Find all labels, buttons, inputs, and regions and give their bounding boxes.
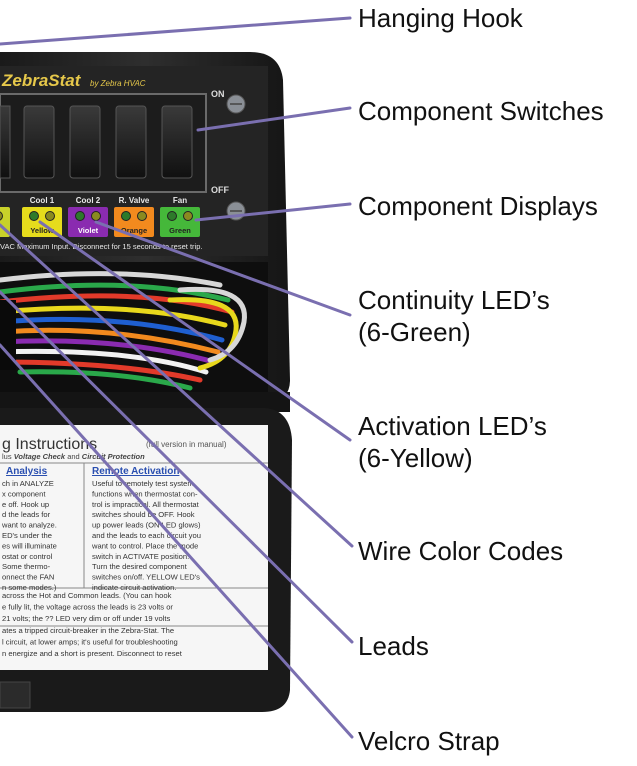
callout-continuity-leds-line2: (6-Green) (358, 317, 471, 347)
continuity-led-icon (29, 211, 39, 221)
continuity-led-icon (121, 211, 131, 221)
card-text-line: up power leads (ON LED glows) (92, 521, 201, 530)
rocker-switch (0, 105, 11, 179)
component-color-name: Yellow (30, 226, 54, 235)
card-text-line: e off. Hook up (2, 500, 49, 509)
brand-subtitle: by Zebra HVAC (90, 79, 146, 88)
brand-logo: ZebraStat (1, 71, 82, 90)
card-text-line: Some thermo- (2, 562, 51, 571)
continuity-led-icon (167, 211, 177, 221)
component-color-name: Violet (78, 226, 99, 235)
component-display: Cool 2 Violet (68, 196, 108, 237)
card-title-note: (full version in manual) (146, 440, 227, 449)
leader-continuity-leds (94, 220, 352, 317)
card-subtitle: lus Voltage Check and Circuit Protection (2, 452, 145, 461)
rocker-switch (23, 105, 55, 179)
voltage-check-text: across the Hot and Common leads. (You ca… (2, 591, 183, 658)
component-color-name: Green (169, 226, 191, 235)
leader-lines (0, 16, 354, 739)
on-label: ON (211, 89, 225, 99)
card-text-line: onnect the FAN (2, 573, 54, 582)
card-text-line: Useful to remotely test system (92, 479, 194, 488)
leader-velcro-strap (0, 343, 354, 739)
callout-wire-color-codes: Wire Color Codes (358, 536, 564, 566)
rocker-switch (69, 105, 101, 179)
activation-led-icon (0, 211, 3, 221)
component-display-label: Fan (173, 196, 187, 205)
callout-leads: Leads (358, 631, 429, 661)
card-text-line: switch in ACTIVATE position. (92, 552, 189, 561)
leader-component-switches (196, 106, 352, 132)
instruction-card (0, 425, 268, 670)
card-text-line: d the leads for (2, 510, 51, 519)
card-text-line: ch in ANALYZE (2, 479, 54, 488)
card-text-line: and the leads to each circuit you (92, 531, 201, 540)
card-text-line: indicate circuit activation. (92, 583, 176, 592)
card-text-line: es will illuminate (2, 541, 57, 550)
card-text-line: switches should be OFF. Hook (92, 510, 195, 519)
leader-component-displays (194, 202, 352, 222)
analysis-heading: Analysis (6, 466, 48, 477)
callout-continuity-leds: Continuity LED’s (6-Green) (358, 284, 550, 348)
leader-wire-color-codes (0, 223, 354, 548)
activation-led-icon (137, 211, 147, 221)
card-text-line: want to analyze. (1, 521, 57, 530)
component-color-name: Orange (121, 226, 147, 235)
callout-continuity-leds-line1: Continuity LED’s (358, 285, 550, 315)
card-text-line: functions when thermostat con- (92, 489, 198, 498)
component-display-label: Cool 1 (30, 196, 55, 205)
callout-component-switches: Component Switches (358, 96, 604, 126)
rocker-switch (115, 105, 147, 179)
card-text-line: ostat or control (2, 552, 53, 561)
card-text-line: switches on/off. YELLOW LED's (92, 573, 200, 582)
callout-activation-leds: Activation LED’s (6-Yellow) (358, 410, 547, 474)
card-text-line: ED's under the (2, 531, 52, 540)
rocker-switch (161, 105, 193, 179)
activation-led-icon (91, 211, 101, 221)
card-text-line: n some modes.) (2, 583, 57, 592)
remote-activation-text: Useful to remotely test systemfunctions … (91, 479, 201, 592)
leader-activation-leds (38, 220, 352, 442)
hinge (0, 392, 290, 412)
component-display-label: R. Valve (119, 196, 150, 205)
component-display-label: Cool 2 (76, 196, 101, 205)
card-title: g Instructions (2, 436, 97, 453)
card-text-line: l circuit, at lower amps; it's useful fo… (2, 637, 178, 646)
component-display: 2 (0, 207, 10, 237)
card-text-line: 21 volts; the ?? LED very dim or off und… (2, 614, 170, 623)
card-text-line: trol is impractical. All thermostat (92, 500, 200, 509)
card-text-line: Turn the desired component (92, 562, 188, 571)
rocker-switches (0, 105, 193, 179)
callout-component-displays: Component Displays (358, 191, 598, 221)
callout-velcro-strap: Velcro Strap (358, 726, 500, 756)
card-text-line: n energize and a short is present. Disco… (2, 649, 183, 658)
card-text-line: ates a tripped circuit-breaker in the Ze… (2, 626, 174, 635)
activation-led-icon (45, 211, 55, 221)
continuity-led-icon (75, 211, 85, 221)
leader-leads (0, 290, 354, 644)
card-text-line: x component (2, 489, 46, 498)
card-text-line: want to control. Place the mode (91, 541, 198, 550)
callout-activation-leds-line1: Activation LED’s (358, 411, 547, 441)
leader-hanging-hook (0, 16, 352, 46)
off-label: OFF (211, 185, 229, 195)
activation-led-icon (183, 211, 193, 221)
card-text-line: across the Hot and Common leads. (You ca… (2, 591, 172, 600)
latch (0, 681, 31, 709)
velcro-strap (0, 300, 16, 370)
warning-text: VAC Maximum Input. Disconnect for 15 sec… (0, 242, 202, 251)
card-text-line: e fully lit, the voltage across the lead… (2, 603, 173, 612)
remote-activation-heading: Remote Activation (92, 466, 179, 477)
callout-activation-leds-line2: (6-Yellow) (358, 443, 473, 473)
callout-hanging-hook: Hanging Hook (358, 3, 523, 33)
